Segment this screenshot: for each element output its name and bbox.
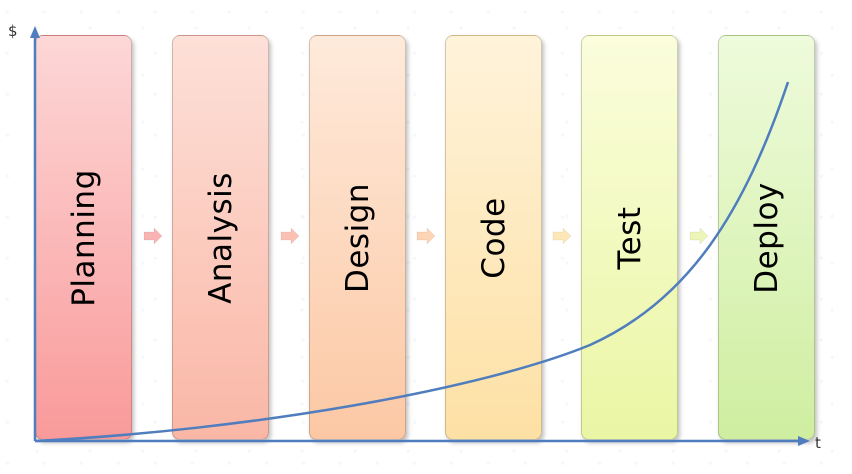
y-axis-arrowhead: [30, 26, 40, 38]
chevron-right-icon: [280, 227, 300, 245]
y-axis-label: $: [8, 22, 18, 40]
x-axis-arrowhead: [798, 436, 810, 446]
chevron-right-icon: [143, 227, 163, 245]
cost-curve: [34, 81, 790, 443]
phase-test: Test: [581, 35, 678, 440]
chevron-right-icon: [689, 227, 709, 245]
phase-deploy: Deploy: [718, 35, 815, 440]
chevron-right-icon: [552, 227, 572, 245]
x-axis-label: t: [815, 434, 821, 452]
phase-design: Design: [309, 35, 406, 440]
phase-code: Code: [445, 35, 542, 440]
phase-analysis: Analysis: [172, 35, 269, 440]
chevron-right-icon: [416, 227, 436, 245]
